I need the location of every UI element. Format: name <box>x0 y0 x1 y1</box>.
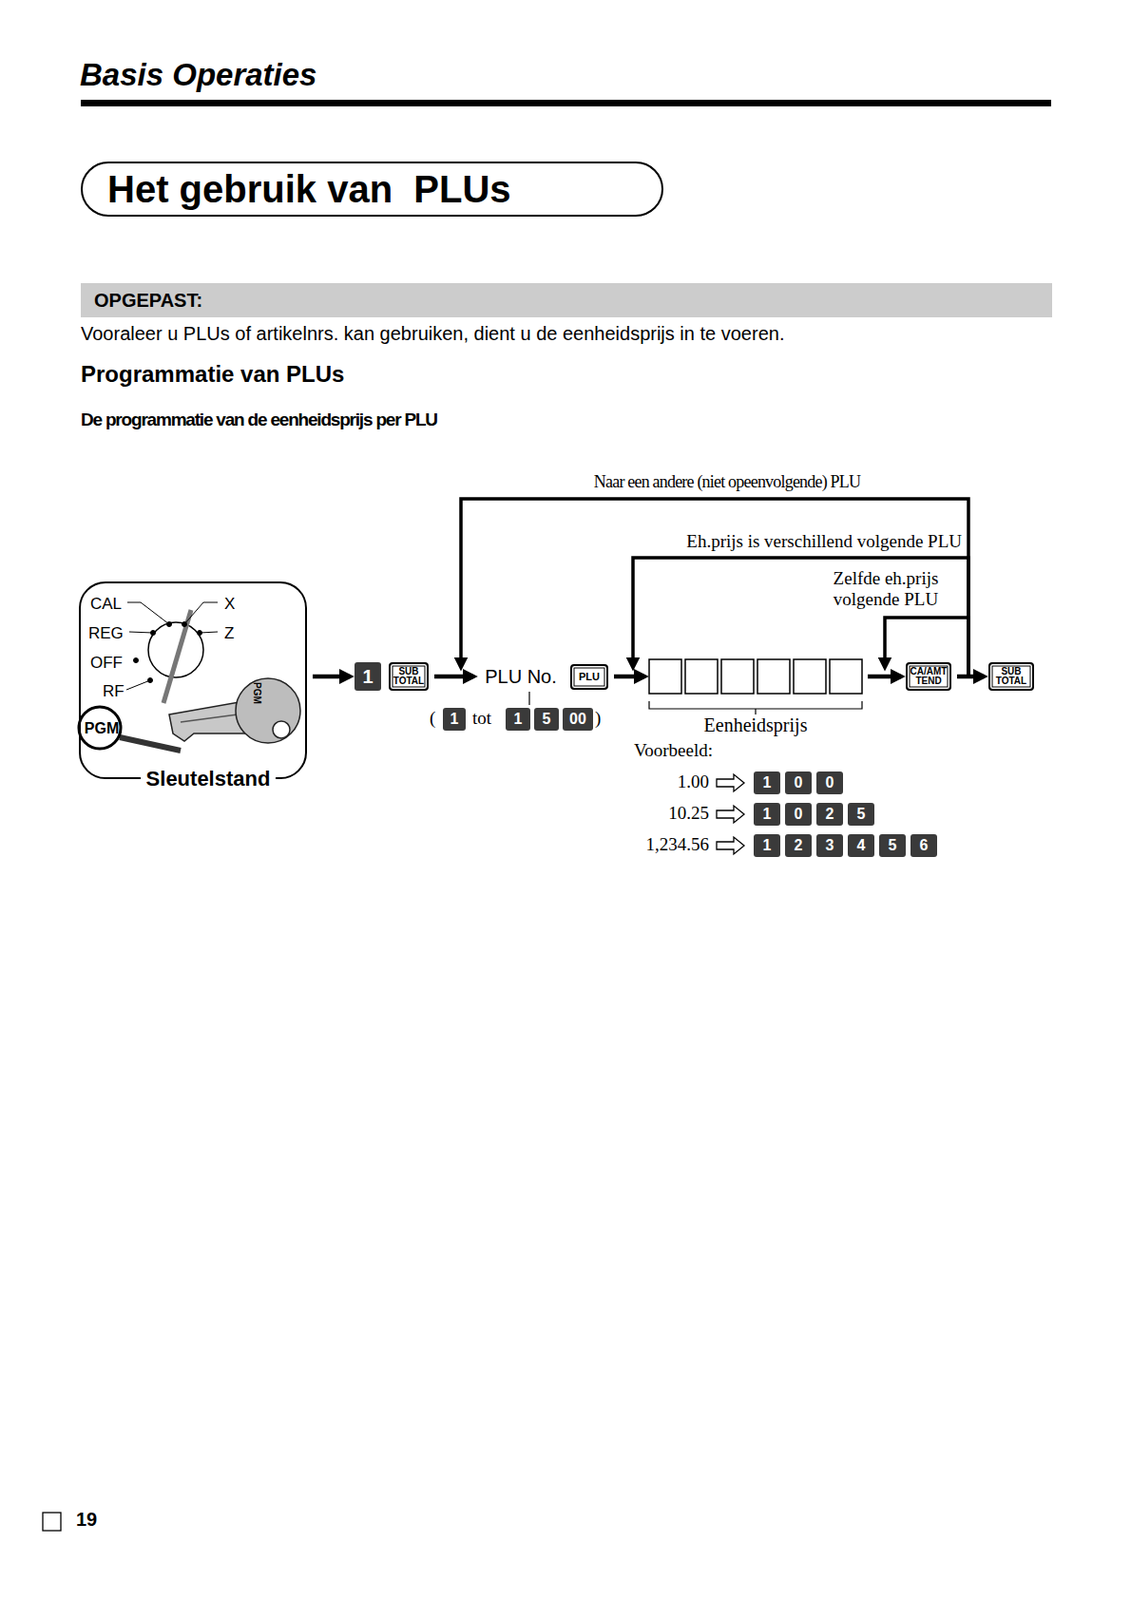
key-legend: 1 <box>763 805 772 824</box>
bracket-text: ( <box>429 708 436 729</box>
key-legend: 5 <box>857 805 866 824</box>
bracket <box>649 701 863 715</box>
key-legend: 4 <box>857 837 866 855</box>
range-text: tot <box>472 708 492 729</box>
example-value: 1,234.56 <box>598 834 710 856</box>
flow-arrow <box>613 674 645 680</box>
loop-arrow <box>632 557 969 677</box>
field-caption: Eenheidsprijs <box>649 714 863 737</box>
position-label: OFF <box>90 653 123 673</box>
step-label: PLU No. <box>478 665 564 689</box>
heading-rule <box>80 99 1052 107</box>
key-illustration <box>169 678 301 744</box>
flow-arrow <box>957 674 984 680</box>
flow-arrow <box>312 674 350 680</box>
title-box: Het gebruik van PLUs <box>80 161 664 217</box>
number-key: 1 <box>753 834 781 858</box>
subheading: Programmatie van PLUs <box>80 361 345 388</box>
number-key: 1 <box>753 803 781 826</box>
key-legend: 1 <box>514 710 523 729</box>
loop-arrow <box>460 498 969 677</box>
position-label: Z <box>224 624 234 644</box>
number-key: 00 <box>562 708 594 731</box>
number-key: 4 <box>847 834 875 858</box>
flow-arrow <box>434 674 474 680</box>
number-key: 3 <box>816 834 844 858</box>
example-value: 10.25 <box>623 803 710 825</box>
key-legend: 6 <box>920 837 929 855</box>
page-marker <box>42 1513 61 1532</box>
number-key: 1 <box>442 708 466 731</box>
key-legend: 5 <box>542 710 552 729</box>
key-legend: 1 <box>763 837 772 855</box>
position-label: REG <box>88 624 124 644</box>
number-key: 1 <box>753 771 781 795</box>
number-key: 0 <box>816 771 844 795</box>
key-legend: SUB TOTAL <box>392 667 425 687</box>
edge-label: Zelfde eh.prijs volgende PLU <box>819 568 953 611</box>
page-number: 19 <box>76 1509 97 1532</box>
key-legend: 3 <box>825 837 835 855</box>
example-heading: Voorbeeld: <box>633 740 713 762</box>
key-legend: 0 <box>825 774 835 792</box>
number-key: 2 <box>816 803 844 826</box>
key-legend: 1 <box>763 774 772 792</box>
position-label: CAL <box>90 594 122 614</box>
key-legend: 1 <box>450 710 460 729</box>
key-legend: SUB TOTAL <box>992 667 1031 687</box>
position-label: RF <box>102 682 125 702</box>
digit-entry-boxes <box>649 659 863 694</box>
number-key: 5 <box>879 834 906 858</box>
example-value: 1.00 <box>642 771 710 793</box>
number-key: 6 <box>910 834 938 858</box>
notice-band: OPGEPAST: <box>80 283 1053 318</box>
edge-label: Eh.prijs is verschillend volgende PLU <box>655 531 962 553</box>
number-key: 0 <box>785 803 812 826</box>
notice-heading: OPGEPAST: <box>94 289 203 312</box>
number-key: 2 <box>785 834 812 858</box>
magnifier <box>78 707 181 751</box>
key-position-panel: SleutelstandCALXREGZOFFRFPGMPGM <box>78 581 307 780</box>
section-title: Het gebruik van PLUs <box>107 168 512 211</box>
panel-heading: Sleutelstand <box>140 766 277 792</box>
note-text: Vooraleer u PLUs of artikelnrs. kan gebr… <box>80 323 785 346</box>
function-key: SUB TOTAL <box>388 662 429 691</box>
example-arrows <box>716 774 745 855</box>
key-legend: CA/AMT TEND <box>909 667 948 687</box>
number-key: 5 <box>534 708 559 731</box>
leader-line <box>528 691 530 706</box>
key-legend: 2 <box>794 837 804 855</box>
key-label: PGM <box>251 682 263 705</box>
edge-label: Naar een andere (niet opeenvolgende) PLU <box>532 471 922 493</box>
key-legend: PLU No. <box>484 666 557 689</box>
number-key: 1 <box>354 662 382 691</box>
bracket-text: ) <box>594 708 601 729</box>
key-dial <box>126 602 218 704</box>
function-key: SUB TOTAL <box>988 662 1035 691</box>
number-key: 5 <box>847 803 875 826</box>
subheading: De programmatie van de eenheidsprijs per… <box>80 409 438 431</box>
position-label: X <box>224 594 235 614</box>
key-legend: PLU <box>578 671 600 683</box>
function-key: CA/AMT TEND <box>905 662 952 691</box>
key-legend: 00 <box>569 710 587 729</box>
key-legend: 2 <box>825 805 835 824</box>
page-heading: Basis Operaties <box>79 57 317 94</box>
price-entry: Eenheidsprijs <box>649 659 863 694</box>
flow-arrow <box>867 674 901 680</box>
key-legend: 1 <box>362 666 373 689</box>
position-label: PGM <box>80 720 123 738</box>
key-legend: 5 <box>888 837 898 855</box>
number-key: 1 <box>505 708 531 731</box>
number-key: 0 <box>785 771 812 795</box>
key-legend: 0 <box>794 774 804 792</box>
function-key: PLU <box>570 664 609 691</box>
key-legend: 0 <box>794 805 804 824</box>
